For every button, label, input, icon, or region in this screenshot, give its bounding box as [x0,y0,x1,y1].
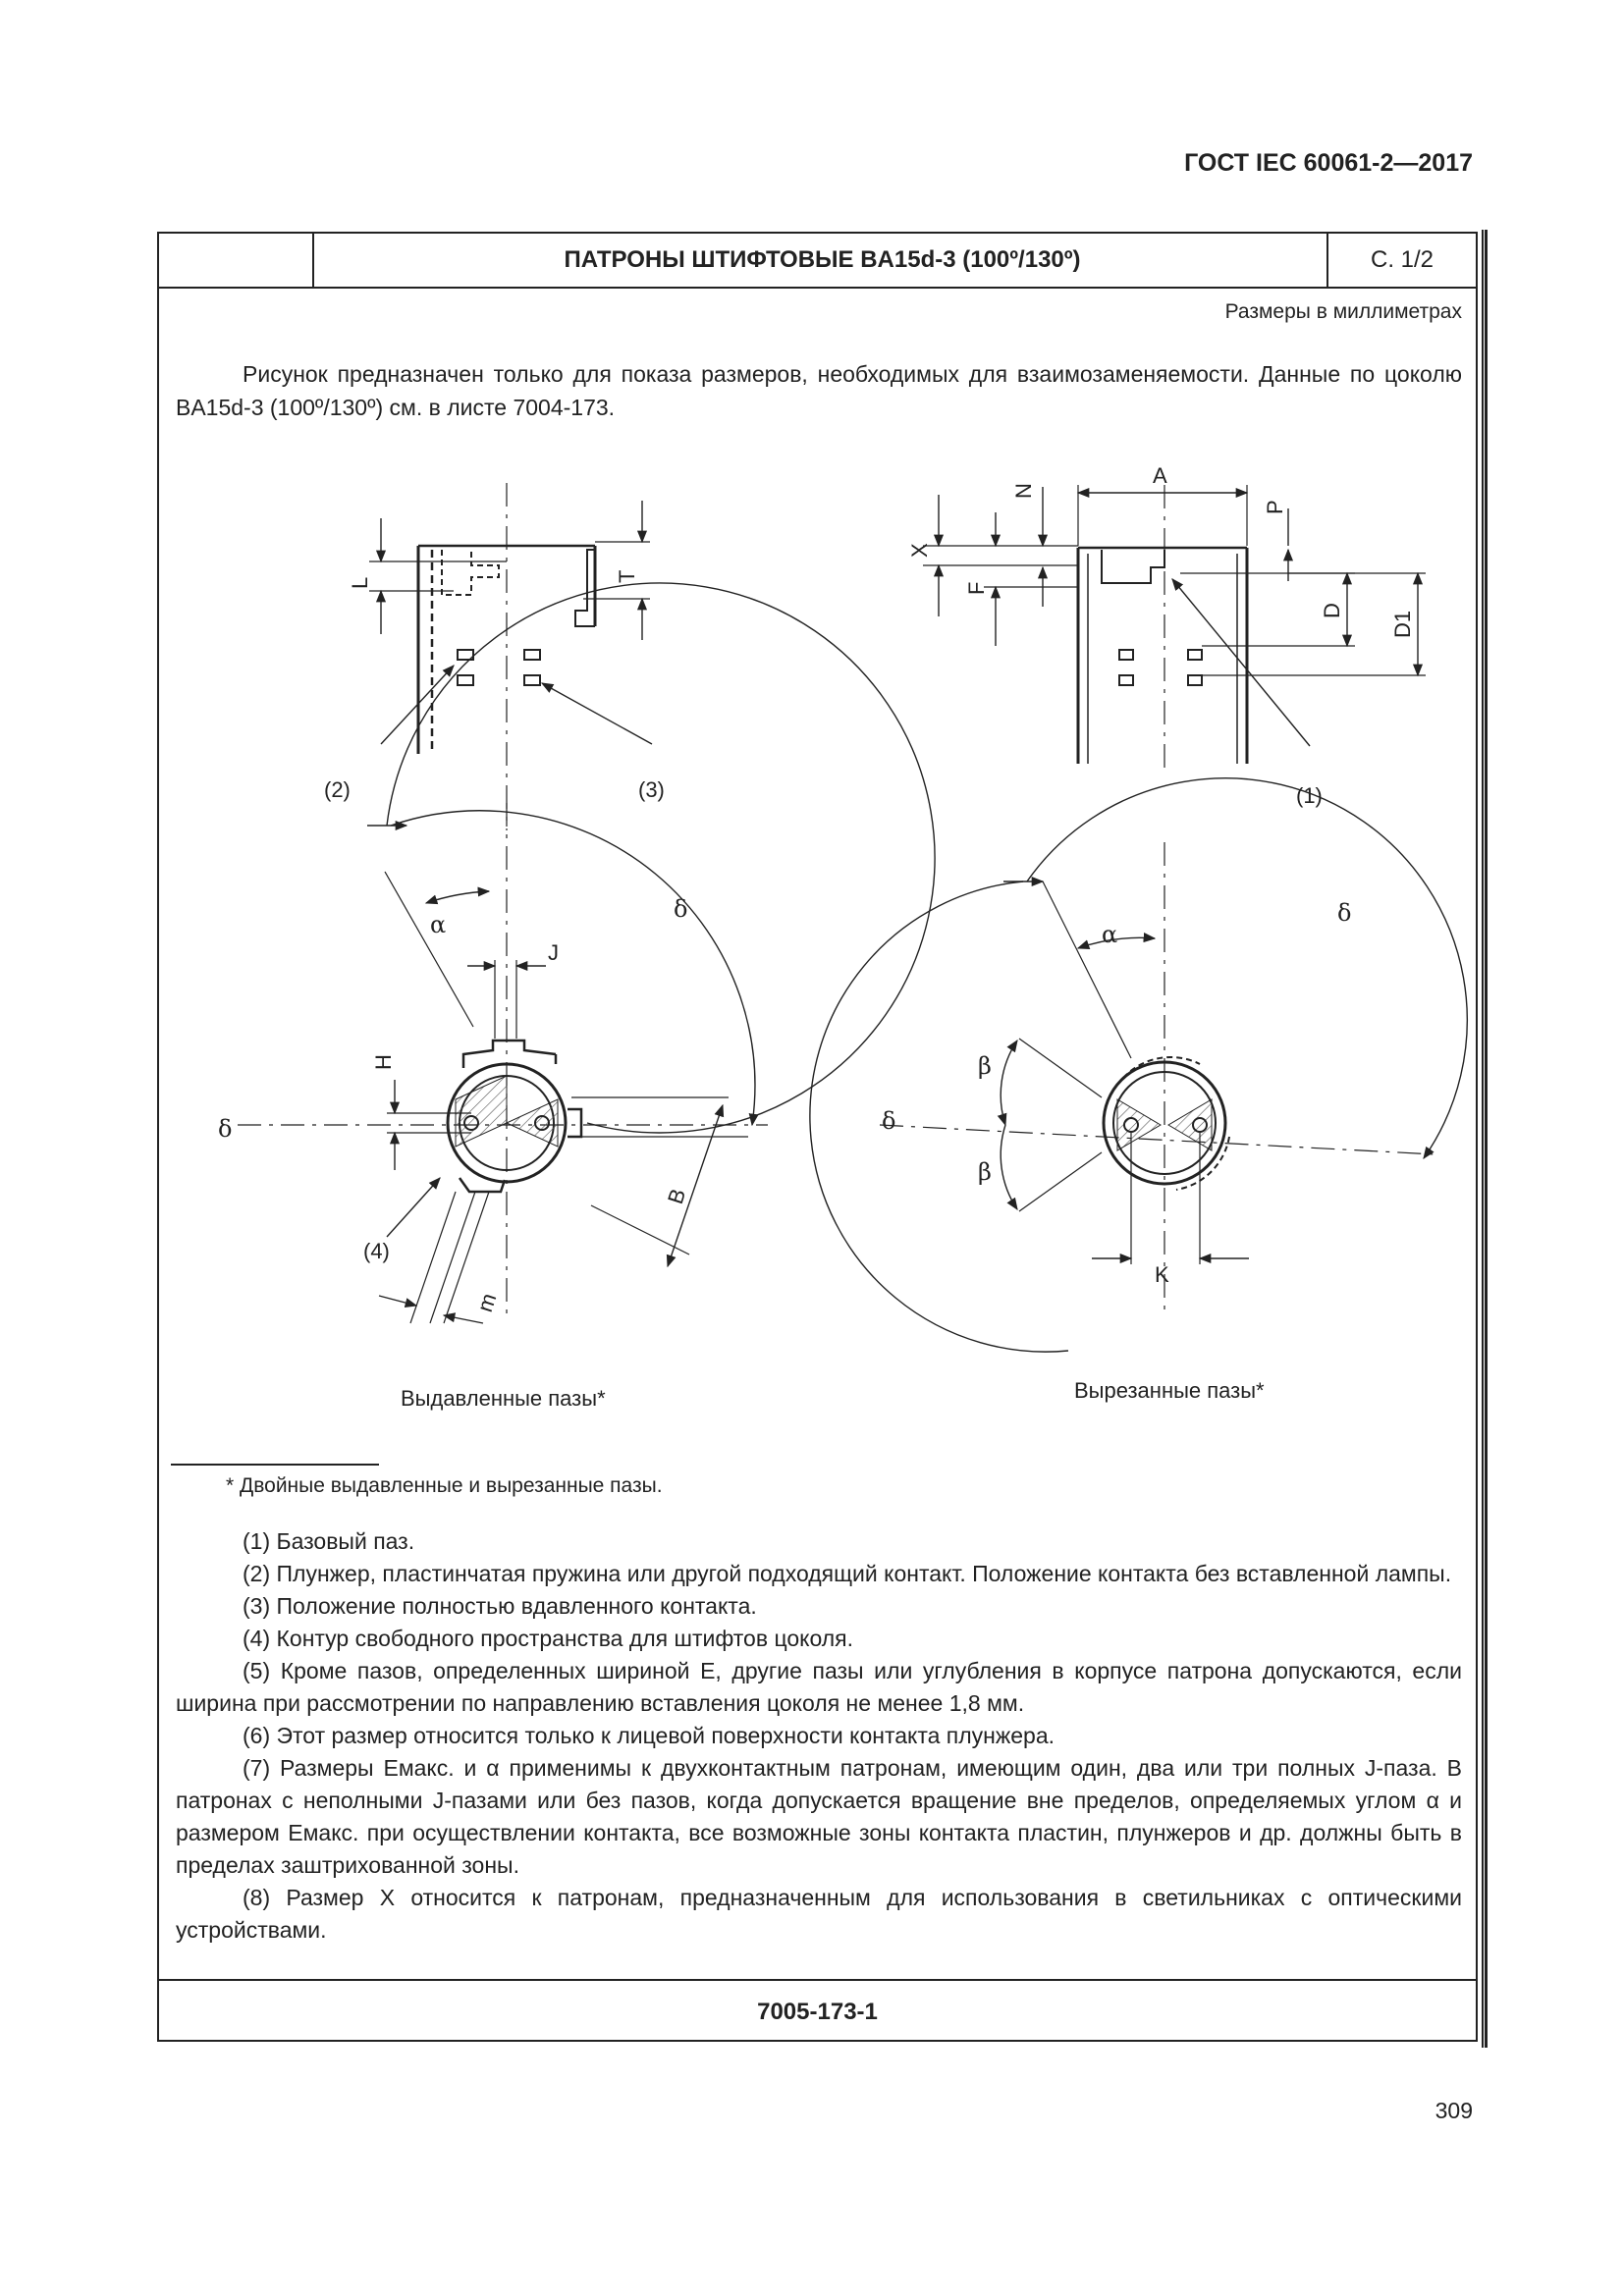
plan-view-left [238,582,936,1324]
footnote-rule [171,1464,379,1466]
callout-1: (1) [1296,783,1323,808]
note-2: (2) Плунжер, пластинчатая пружина или др… [243,1561,1452,1586]
callout-3: (3) [638,777,665,802]
callout-4: (4) [363,1239,390,1263]
dim-label-H: H [371,1054,396,1070]
dim-label-P: P [1263,500,1287,514]
footnote: * Двойные выдавленные и вырезанные пазы. [226,1474,663,1497]
angle-alpha-left: α [430,911,446,938]
dim-label-D: D [1320,603,1344,618]
intro-paragraph: Рисунок предназначен только для показа р… [176,361,1462,420]
angle-alpha-right: α [1102,921,1117,948]
angle-delta-left-side: δ [218,1115,232,1143]
units-note: Размеры в миллиметрах [1224,300,1462,323]
technical-drawing: L T (2) (3) A N P X F D D1 (1) α δ δ J H… [218,463,1468,1411]
dim-label-K: K [1155,1262,1169,1287]
angle-delta-right-top: δ [1337,899,1351,927]
caption-right: Вырезанные пазы* [1074,1378,1265,1403]
plan-view-right [809,777,1468,1353]
side-view-left [369,483,653,830]
side-view-right [923,485,1426,774]
dim-label-A: A [1153,463,1167,488]
header-blank-cell [159,234,314,287]
callout-2: (2) [324,777,351,802]
page-number: 309 [1435,2098,1473,2123]
standard-number: ГОСТ IEC 60061-2—2017 [1184,149,1473,177]
angle-delta-right-side: δ [882,1107,895,1135]
note-1: (1) Базовый паз. [243,1528,415,1554]
note-8: (8) Размер X относится к патронам, предн… [176,1885,1462,1943]
sheet-header: ПАТРОНЫ ШТИФТОВЫЕ BA15d-3 (100º/130º) С.… [159,234,1476,289]
dim-label-B: B [663,1186,690,1207]
dim-label-F: F [964,582,989,595]
dim-label-X: X [907,543,932,558]
caption-left: Выдавленные пазы* [401,1386,606,1411]
angle-beta-upper: β [978,1052,992,1080]
notes-list: (1) Базовый паз. (2) Плунжер, пластинчат… [176,1525,1462,1947]
page-ref: С. 1/2 [1326,234,1476,287]
standard-sheet: ПАТРОНЫ ШТИФТОВЫЕ BA15d-3 (100º/130º) С.… [157,230,1488,2048]
sheet-title: ПАТРОНЫ ШТИФТОВЫЕ BA15d-3 (100º/130º) [564,246,1081,273]
dim-label-L: L [348,577,372,589]
note-6: (6) Этот размер относится только к лицев… [243,1723,1056,1748]
note-5: (5) Кроме пазов, определенных шириной E,… [176,1658,1462,1716]
note-7: (7) Размеры Eмакс. и α применимы к двухк… [176,1755,1462,1878]
note-3: (3) Положение полностью вдавленного конт… [243,1593,757,1619]
angle-beta-lower: β [978,1158,992,1186]
sheet-number: 7005-173-1 [159,1979,1476,2044]
dim-label-D1: D1 [1390,611,1415,638]
dim-label-T: T [615,570,639,583]
dim-label-m: m [472,1290,501,1314]
angle-delta-left-top: δ [674,895,687,923]
note-4: (4) Контур свободного пространства для ш… [243,1626,854,1651]
dim-label-J: J [548,940,559,965]
dim-label-N: N [1011,483,1036,499]
